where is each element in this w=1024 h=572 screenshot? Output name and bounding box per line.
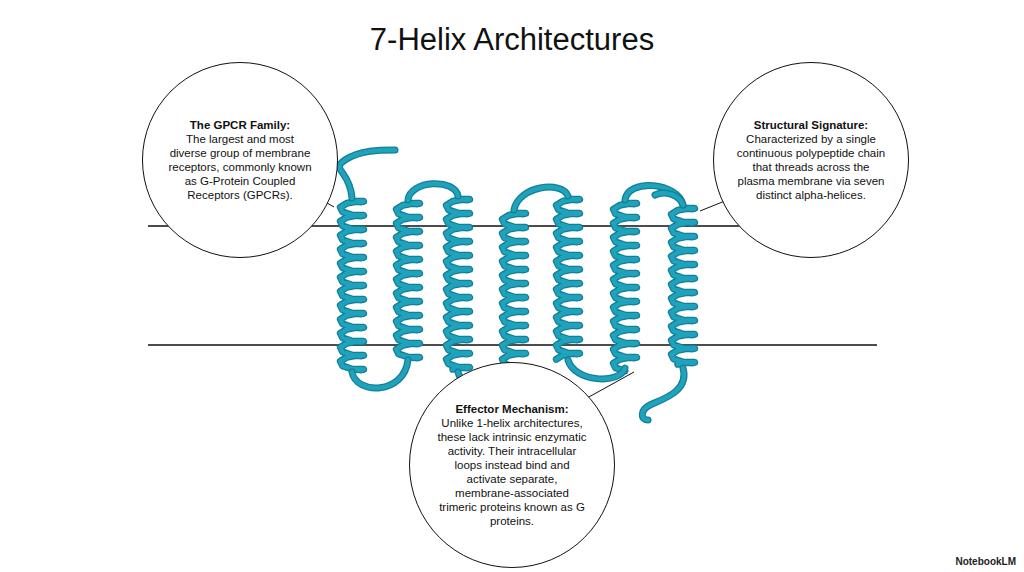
helix-stroke (613, 203, 636, 371)
helix-stroke (502, 213, 525, 369)
membrane-line (148, 344, 877, 345)
helix-stroke (340, 201, 363, 370)
helix-stroke (568, 360, 625, 379)
callout-heading: Structural Signature: (736, 118, 886, 132)
helix-stroke (352, 360, 408, 388)
callout-heading: The GPCR Family: (166, 118, 314, 132)
callout-text: Effector Mechanism:Unlike 1-helix archit… (437, 402, 587, 528)
helix-stroke (671, 208, 694, 364)
helix-stroke (514, 187, 568, 210)
callout-text: Structural Signature:Characterized by a … (736, 118, 886, 202)
helix-stroke (339, 150, 395, 198)
helix-stroke (625, 185, 683, 205)
helix-stroke (642, 368, 684, 420)
helix-stroke (613, 203, 636, 371)
callout-text: The GPCR Family:The largest and most div… (166, 118, 314, 202)
callout-body: Unlike 1-helix architectures, these lack… (437, 416, 587, 528)
helix-stroke (408, 184, 458, 200)
callout-body: The largest and most diverse group of me… (166, 132, 314, 202)
helix-stroke (625, 185, 683, 205)
callout-circle: The GPCR Family:The largest and most div… (142, 62, 338, 258)
callout-body: Characterized by a single continuous pol… (736, 132, 886, 202)
helix-stroke (642, 368, 684, 420)
helix-stroke (408, 184, 458, 200)
helix-stroke (446, 199, 469, 369)
callout-circle: Structural Signature:Characterized by a … (713, 62, 909, 258)
helix-stroke (502, 213, 525, 369)
helix-stroke (556, 199, 579, 359)
helix-stroke (339, 150, 395, 198)
helix-stroke (446, 199, 469, 369)
helix-stroke (556, 199, 579, 359)
helix-stroke (671, 208, 694, 364)
callout-circle: Effector Mechanism:Unlike 1-helix archit… (409, 362, 615, 568)
helix-stroke (568, 360, 625, 379)
helix-stroke (655, 193, 683, 205)
helix-stroke (396, 203, 419, 358)
callout-heading: Effector Mechanism: (437, 402, 587, 416)
helix-stroke (655, 193, 683, 205)
helix-stroke (340, 201, 363, 370)
watermark: NotebookLM (955, 556, 1016, 567)
diagram-title: 7-Helix Architectures (0, 22, 1024, 58)
helix-stroke (514, 187, 568, 210)
helix-stroke (352, 360, 408, 388)
helix-stroke (396, 203, 419, 358)
